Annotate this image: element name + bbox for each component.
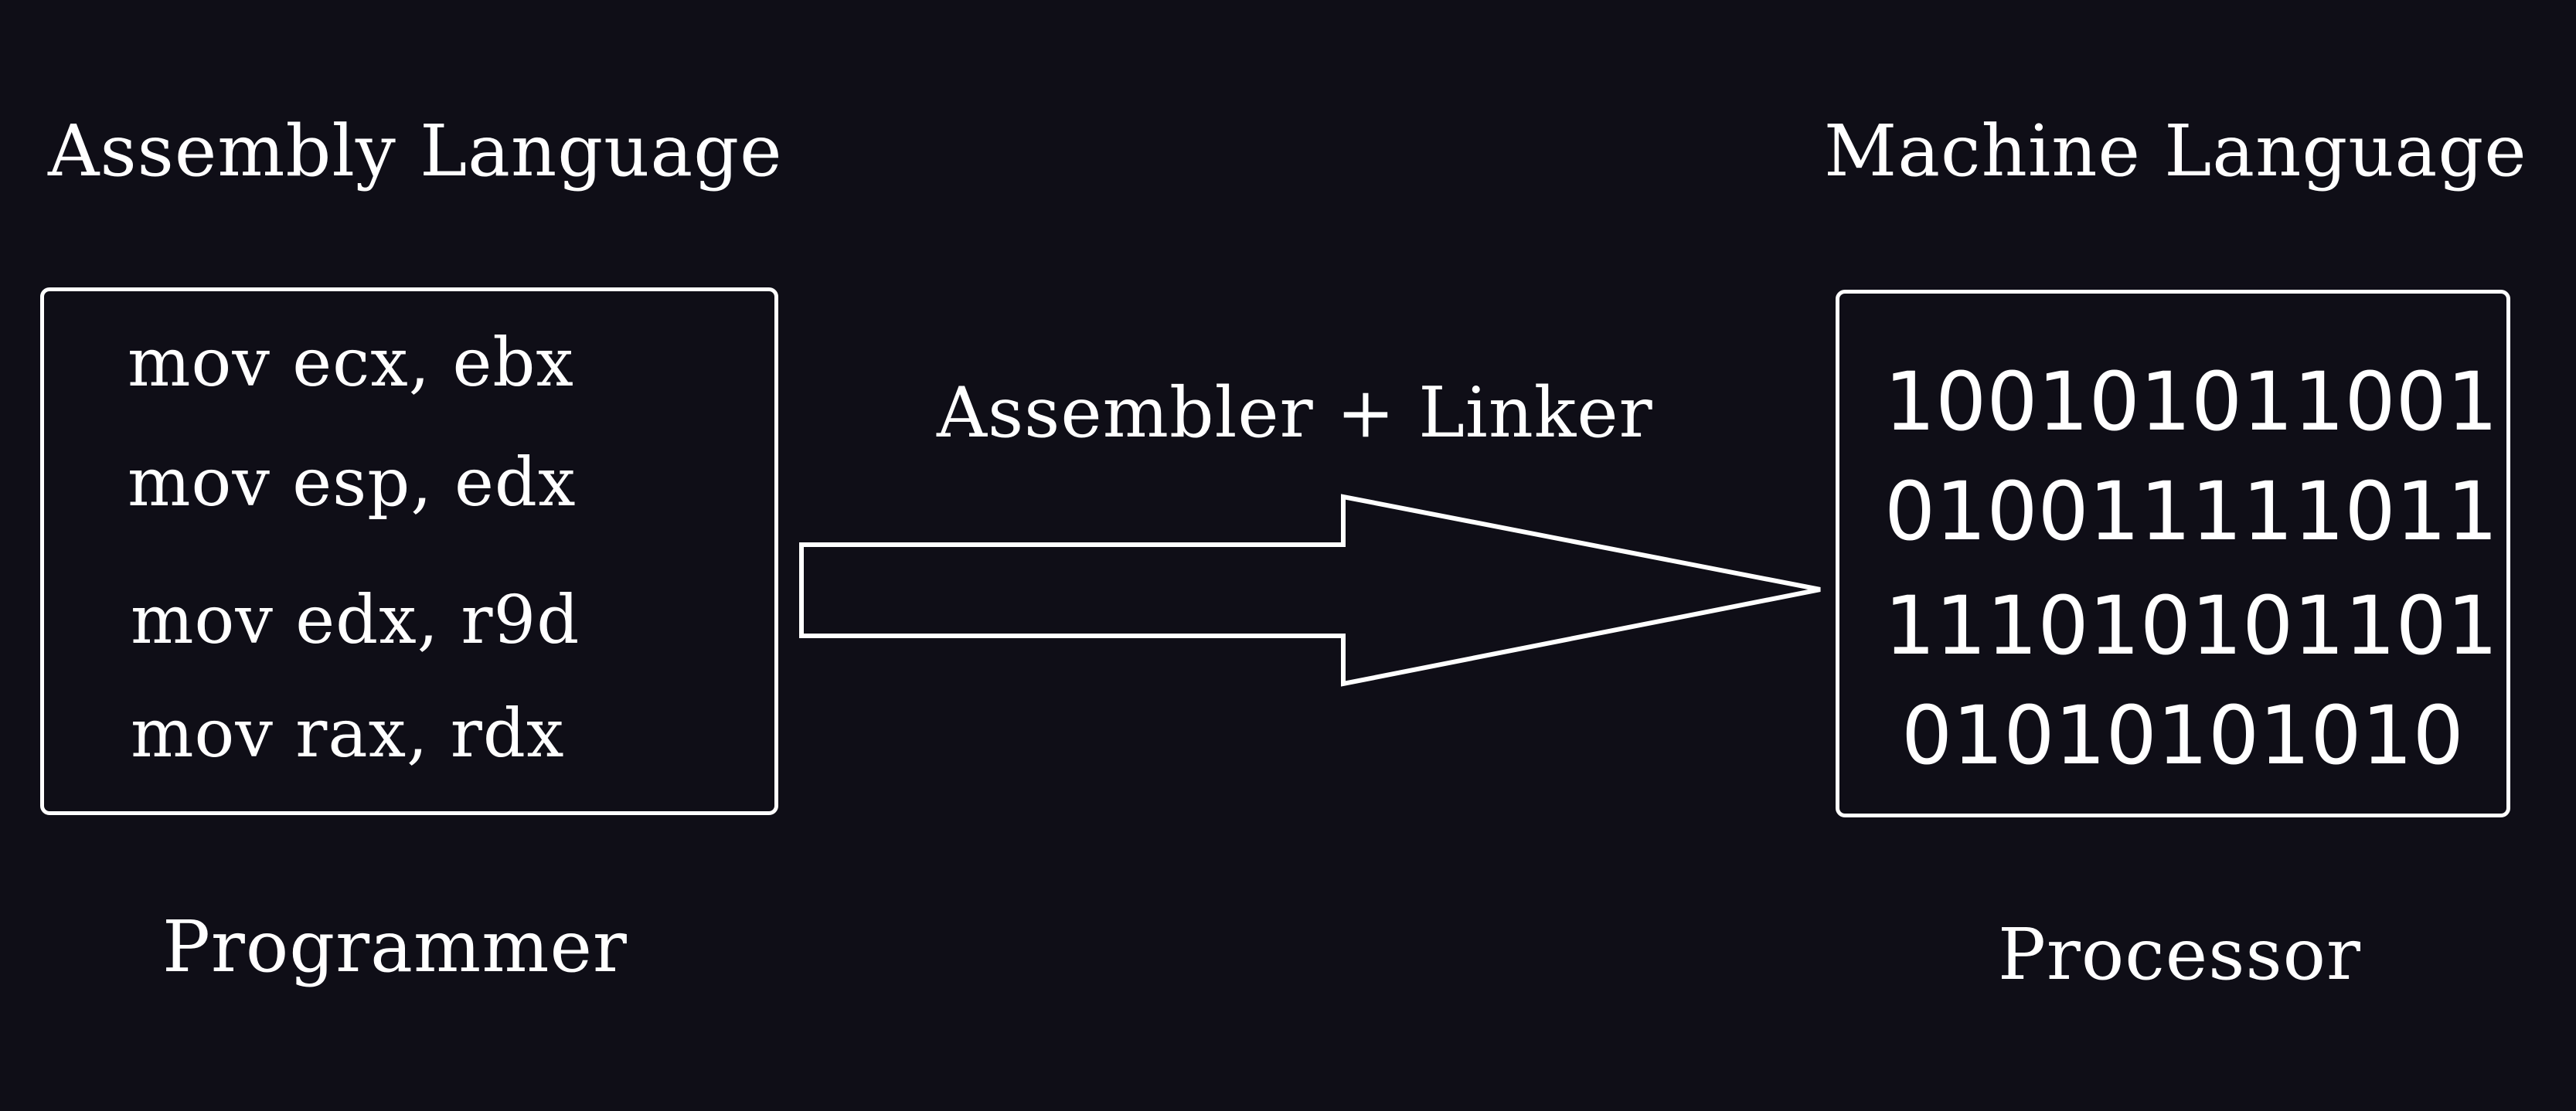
assembly-code-line: mov edx, r9d <box>131 582 580 659</box>
assembly-code-line: mov ecx, ebx <box>128 324 574 402</box>
binary-code-line: 01010101010 <box>1901 688 2464 783</box>
assembly-code-line: mov rax, rdx <box>131 695 565 773</box>
assemble-arrow-shape <box>799 494 1821 687</box>
machine-language-heading: Machine Language <box>1824 110 2527 192</box>
assembler-linker-label: Assembler + Linker <box>937 372 1653 454</box>
processor-label: Processor <box>1998 913 2362 996</box>
binary-code-line: 100101011001 <box>1884 355 2499 449</box>
programmer-label: Programmer <box>162 905 628 988</box>
assembly-code-box: mov ecx, ebx mov esp, edx mov edx, r9d m… <box>40 287 778 815</box>
binary-code-line: 010011111011 <box>1884 464 2499 559</box>
assembly-code-line: mov esp, edx <box>128 444 577 522</box>
binary-code-line: 111010101101 <box>1884 579 2499 673</box>
assembly-language-heading: Assembly Language <box>48 110 783 192</box>
machine-code-box: 100101011001 010011111011 111010101101 0… <box>1836 290 2510 817</box>
